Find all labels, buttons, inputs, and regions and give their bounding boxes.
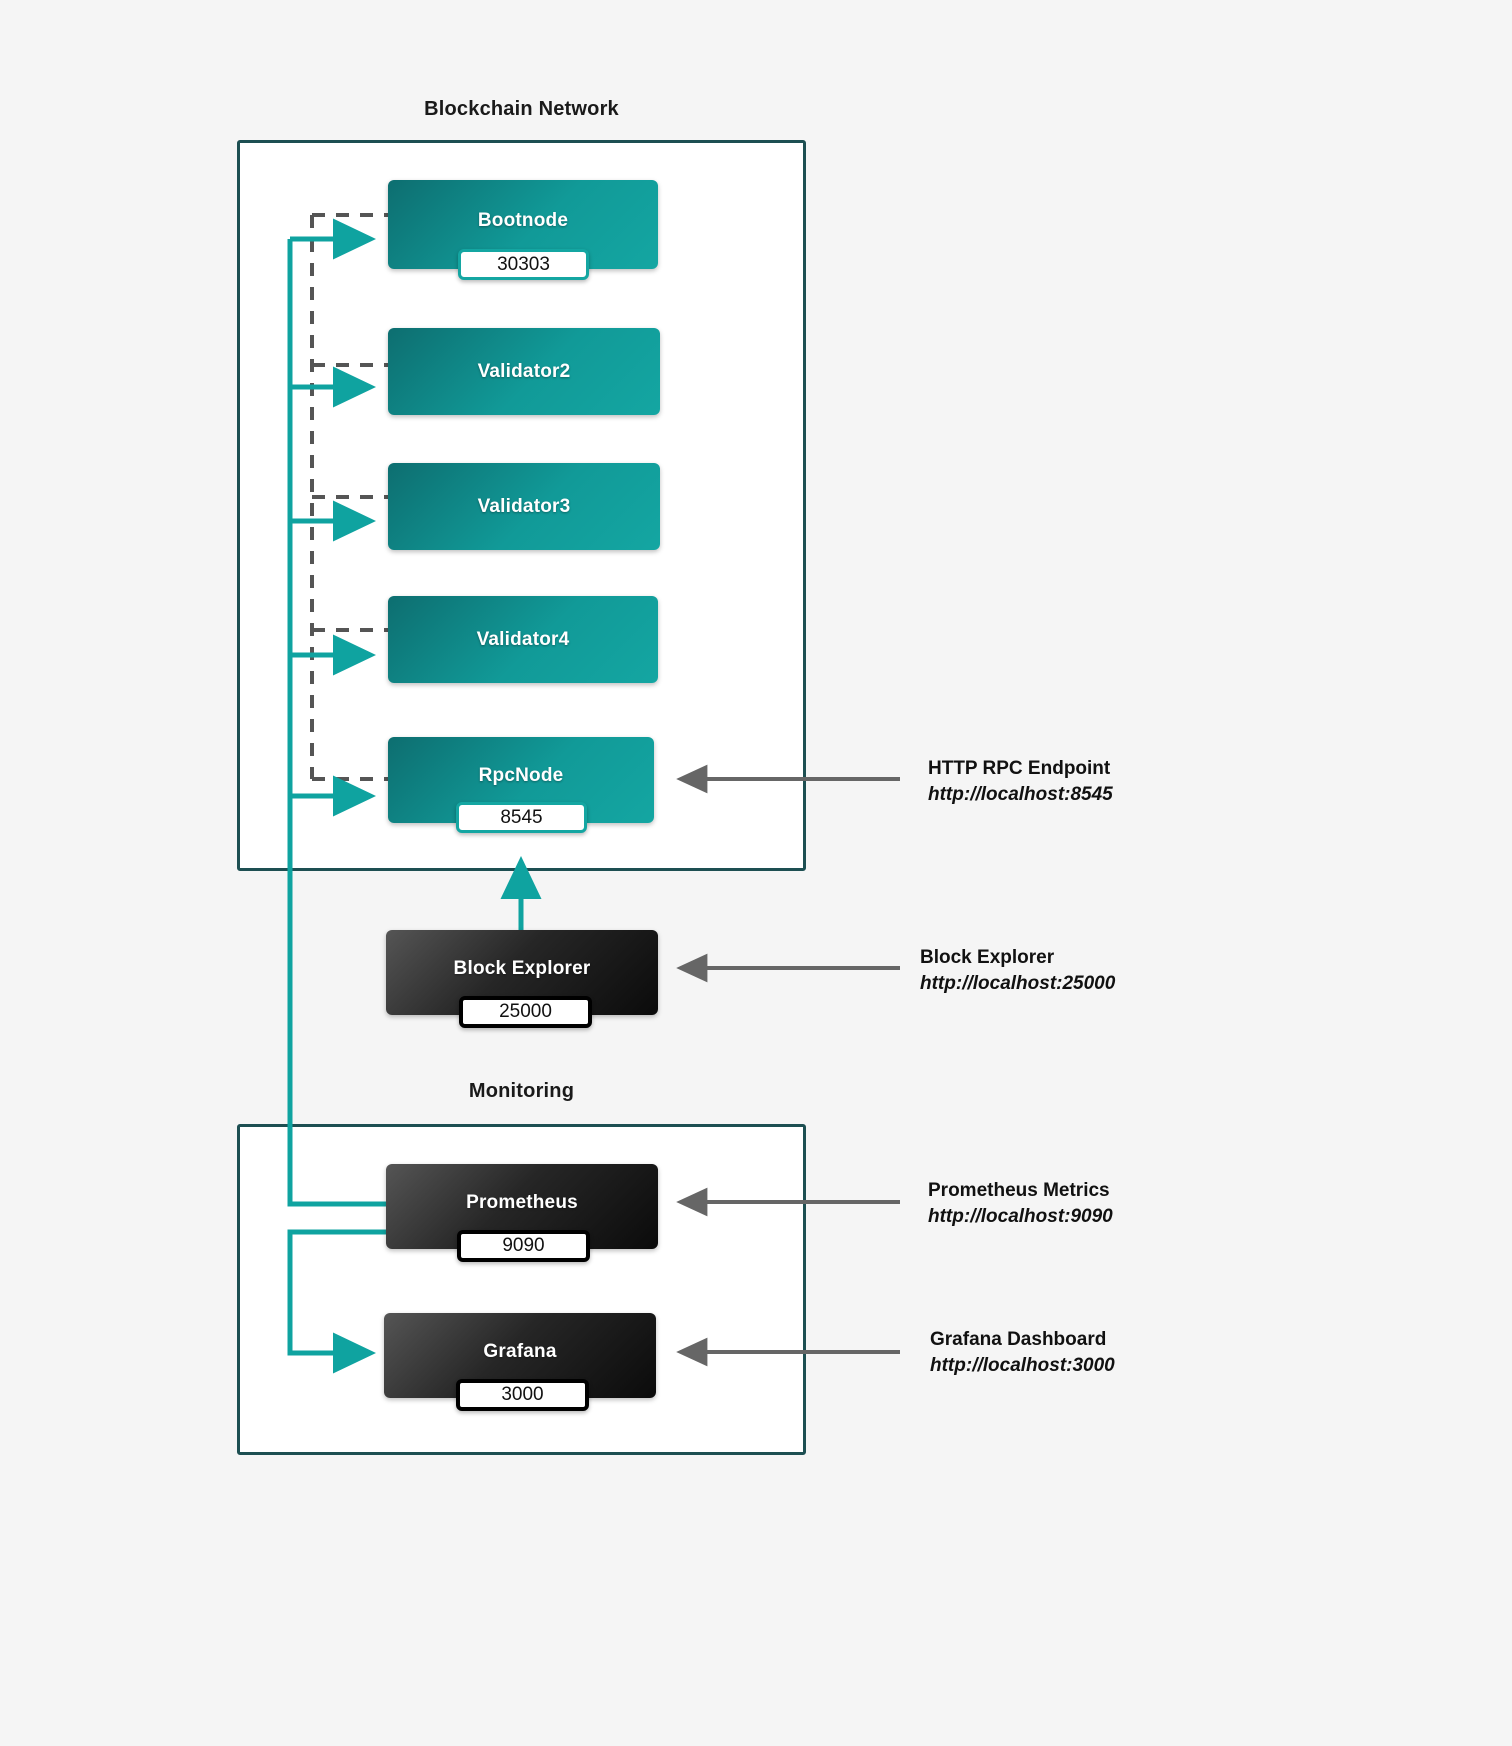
node-prometheus-label: Prometheus (466, 1191, 578, 1213)
annotation-grafana-dashboard-url[interactable]: http://localhost:3000 (930, 1355, 1115, 1376)
annotation-rpc-endpoint-url[interactable]: http://localhost:8545 (928, 784, 1113, 805)
group-title-monitoring: Monitoring (468, 1080, 575, 1102)
node-validator2-label: Validator2 (477, 360, 571, 382)
port-badge-grafana: 3000 (456, 1379, 589, 1411)
node-validator3-label: Validator3 (477, 495, 571, 517)
node-validator3[interactable]: Validator3 (388, 463, 660, 550)
annotation-rpc-endpoint: HTTP RPC Endpoint http://localhost:8545 (928, 756, 1113, 808)
port-badge-prometheus: 9090 (457, 1230, 590, 1262)
annotation-rpc-endpoint-title: HTTP RPC Endpoint (928, 758, 1111, 779)
port-badge-bootnode: 30303 (458, 249, 589, 280)
annotation-prometheus-metrics-url[interactable]: http://localhost:9090 (928, 1206, 1113, 1227)
node-bootnode-label: Bootnode (477, 209, 569, 231)
node-block-explorer-label: Block Explorer (453, 957, 591, 979)
port-badge-block-explorer: 25000 (459, 996, 592, 1028)
node-grafana-label: Grafana (483, 1340, 557, 1362)
annotation-block-explorer: Block Explorer http://localhost:25000 (920, 945, 1115, 997)
annotation-block-explorer-title: Block Explorer (920, 947, 1055, 968)
annotation-prometheus-metrics: Prometheus Metrics http://localhost:9090 (928, 1178, 1113, 1230)
node-validator4[interactable]: Validator4 (388, 596, 658, 683)
node-validator4-label: Validator4 (476, 628, 570, 650)
port-badge-rpcnode: 8545 (456, 802, 587, 833)
node-rpcnode-label: RpcNode (478, 765, 564, 786)
annotation-block-explorer-url[interactable]: http://localhost:25000 (920, 973, 1116, 994)
node-validator2[interactable]: Validator2 (388, 328, 660, 415)
annotation-grafana-dashboard-title: Grafana Dashboard (930, 1329, 1107, 1350)
group-title-blockchain-network: Blockchain Network (424, 98, 619, 120)
annotation-grafana-dashboard: Grafana Dashboard http://localhost:3000 (930, 1327, 1115, 1379)
annotation-prometheus-metrics-title: Prometheus Metrics (928, 1180, 1110, 1201)
